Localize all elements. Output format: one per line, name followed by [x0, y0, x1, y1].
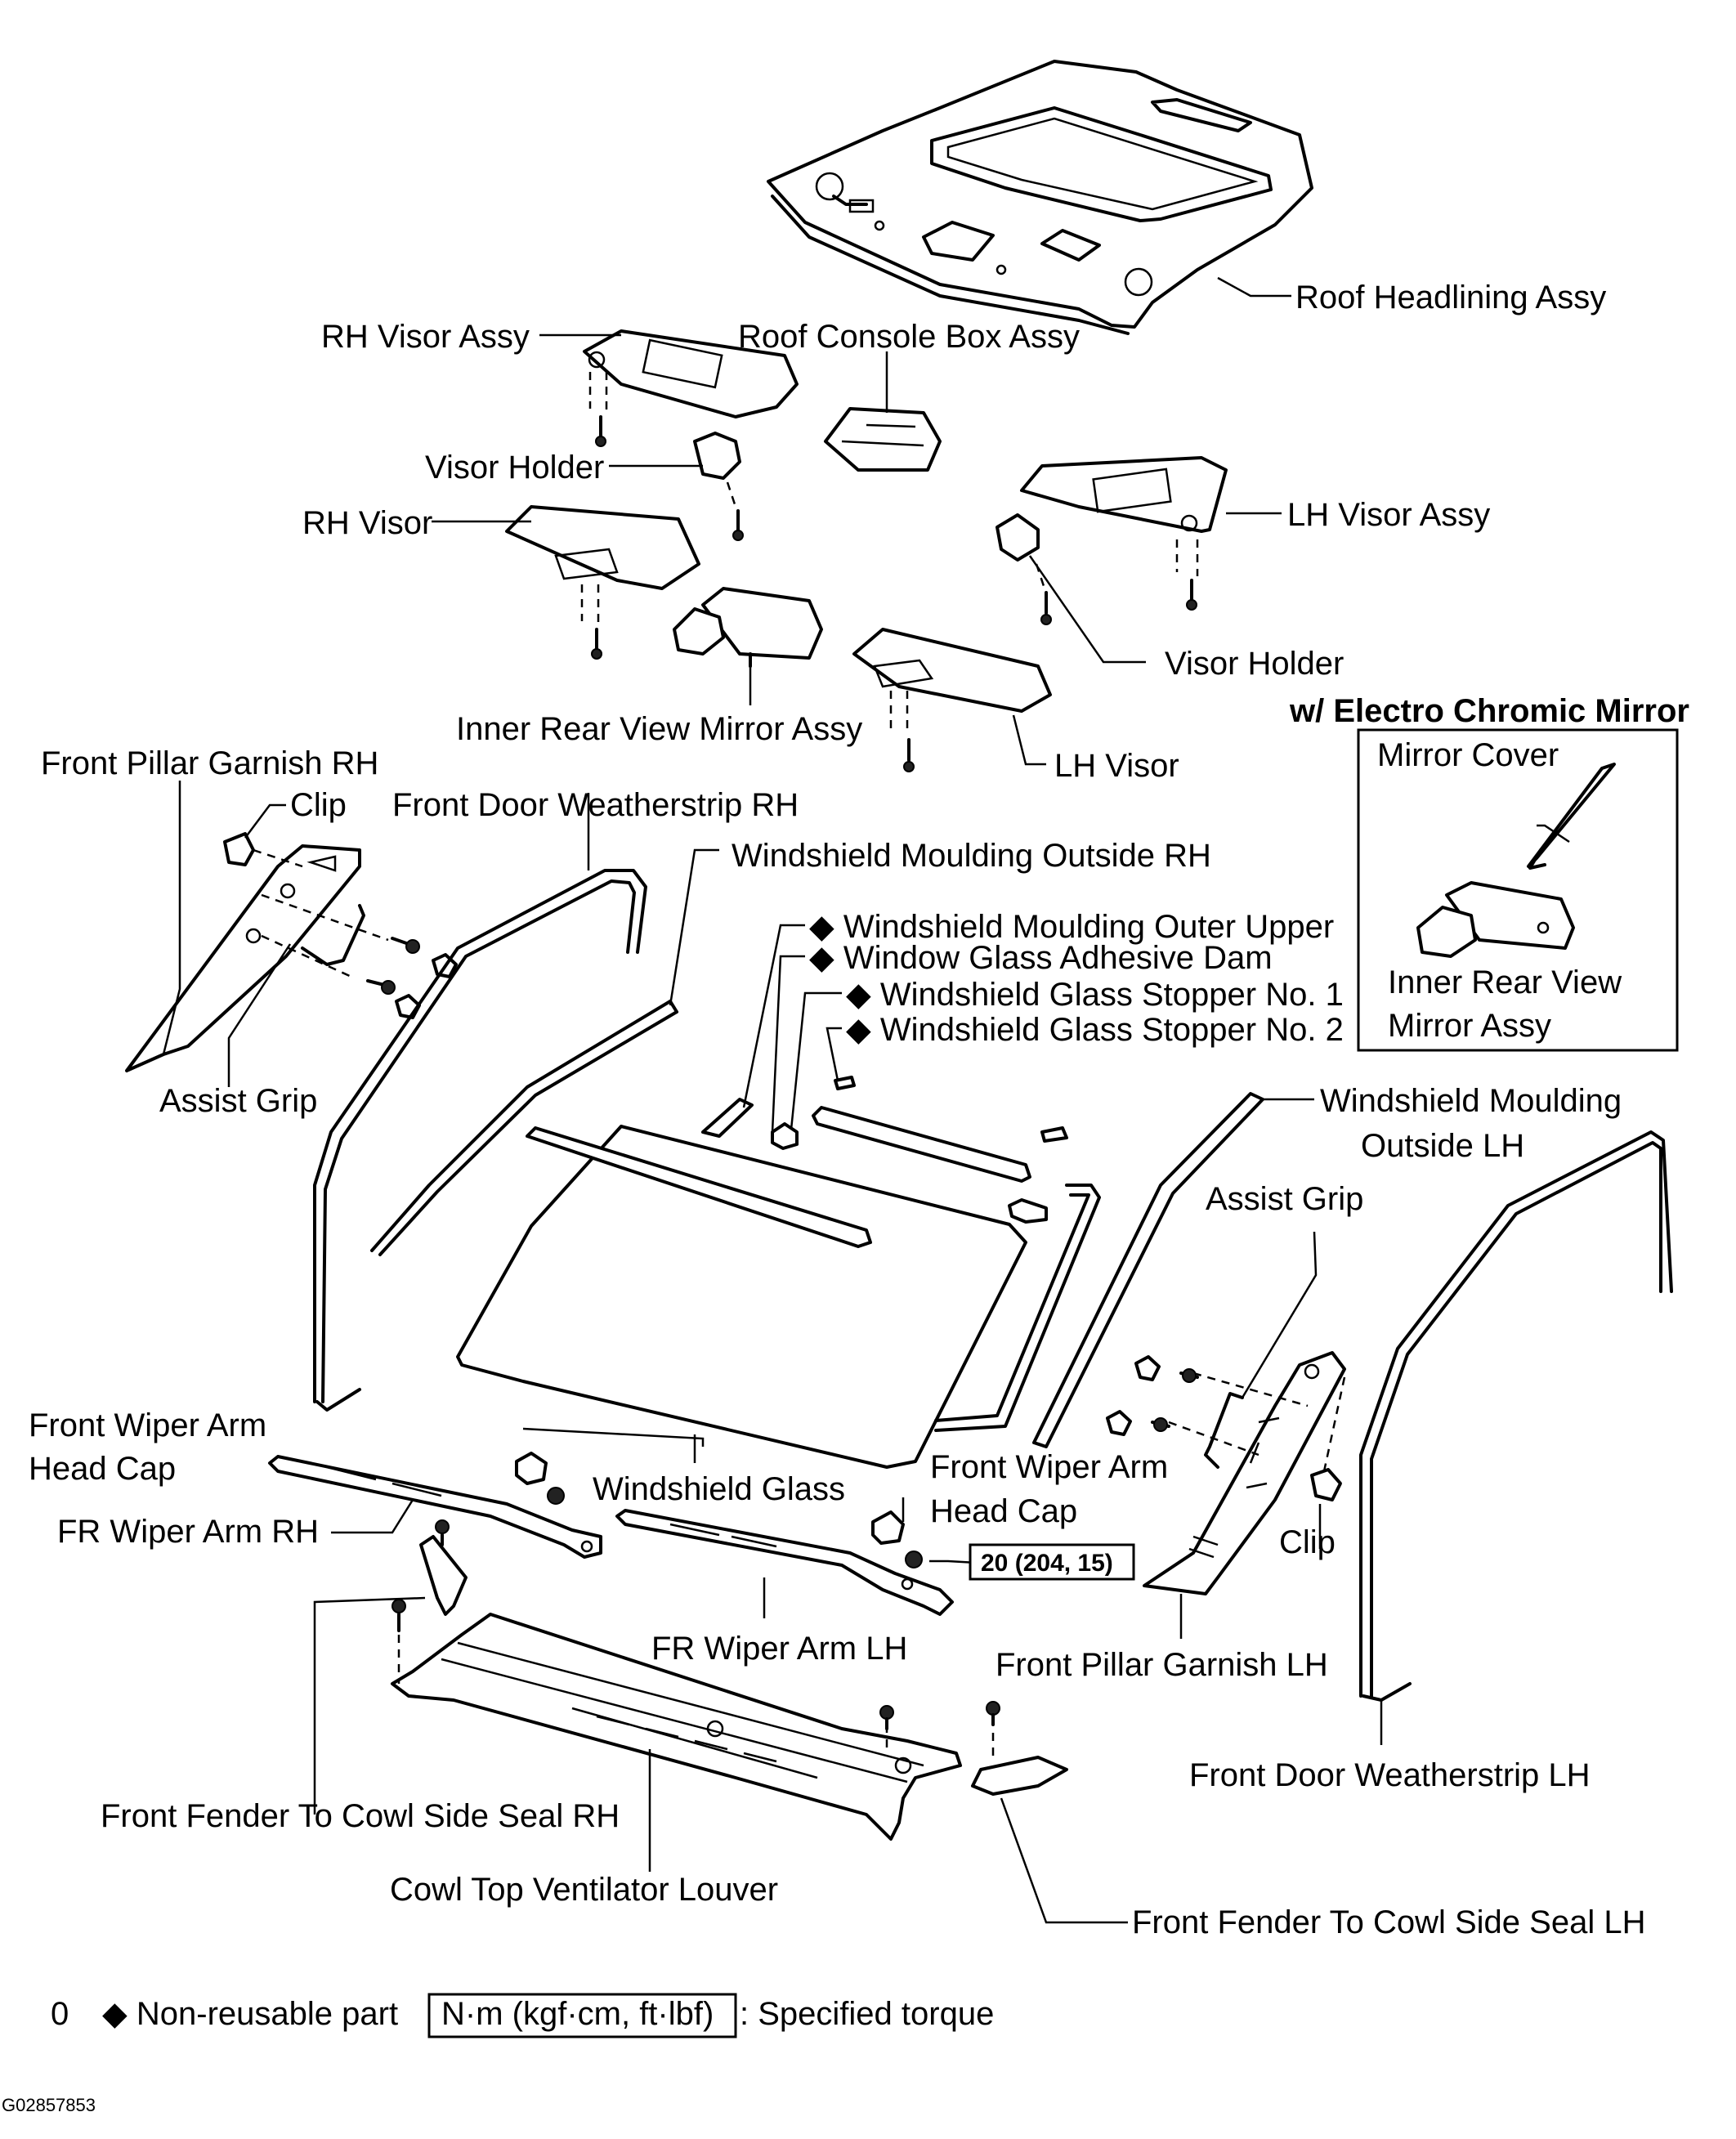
lh-visor-drawing — [852, 628, 1052, 772]
label-inner-rear-view-mirror-assy: Inner Rear View Mirror Assy — [456, 711, 862, 747]
label-windshield-glass-stopper-1: ◆ Windshield Glass Stopper No. 1 — [846, 977, 1344, 1013]
legend-specified-torque: : Specified torque — [740, 1996, 994, 2032]
label-front-wiper-arm-head-cap-rh-2: Head Cap — [29, 1451, 176, 1487]
front-door-weatherstrip-lh-drawing — [1359, 1130, 1673, 1702]
label-windshield-glass-stopper-2: ◆ Windshield Glass Stopper No. 2 — [846, 1012, 1344, 1048]
mirror-cover-drawing — [1527, 763, 1616, 870]
label-clip-lh: Clip — [1279, 1524, 1336, 1560]
torque-box: 20 (204, 15) — [969, 1543, 1135, 1581]
window-glass-adhesive-dam-drawing — [812, 1106, 1101, 1432]
label-mirror-cover: Mirror Cover — [1377, 737, 1559, 773]
label-front-wiper-arm-head-cap-lh-2: Head Cap — [930, 1493, 1077, 1529]
legend-non-reusable: ◆ Non-reusable part — [102, 1996, 398, 2032]
label-assist-grip-lh: Assist Grip — [1206, 1181, 1363, 1217]
label-front-door-weatherstrip-lh: Front Door Weatherstrip LH — [1189, 1757, 1591, 1793]
visor-holder-lh-drawing — [996, 513, 1052, 625]
electro-chromic-inset-box — [1357, 728, 1679, 1052]
legend: 0 ◆ Non-reusable part N·m (kgf·cm, ft·lb… — [51, 1993, 994, 2038]
head-cap-rh-drawing — [515, 1452, 565, 1505]
clip-rh-drawing — [223, 832, 303, 868]
cowl-top-ventilator-louver-drawing — [391, 1613, 995, 1841]
label-front-fender-cowl-seal-rh: Front Fender To Cowl Side Seal RH — [101, 1798, 620, 1834]
inner-rear-view-mirror-drawing — [673, 587, 823, 668]
label-fr-wiper-arm-lh: FR Wiper Arm LH — [651, 1631, 907, 1667]
roof-headlining-assy-drawing — [767, 60, 1313, 335]
label-front-pillar-garnish-rh: Front Pillar Garnish RH — [41, 745, 378, 781]
clip-lh-drawing — [1310, 1376, 1346, 1501]
label-rh-visor: RH Visor — [302, 505, 432, 541]
label-visor-holder-lh: Visor Holder — [1165, 646, 1344, 682]
head-cap-lh-drawing — [871, 1510, 923, 1568]
label-front-door-weatherstrip-rh: Front Door Weatherstrip RH — [392, 787, 799, 823]
label-electro-chromic-heading: w/ Electro Chromic Mirror — [1289, 693, 1689, 729]
label-windshield-moulding-outer-upper: ◆ Windshield Moulding Outer Upper — [809, 909, 1334, 945]
rh-visor-assy-drawing — [583, 329, 799, 447]
roof-console-box-drawing — [824, 407, 942, 472]
front-fender-cowl-seal-rh-drawing — [391, 1519, 468, 1632]
windshield-glass-stopper-2-drawing — [834, 1076, 1068, 1143]
label-roof-headlining-assy: Roof Headlining Assy — [1295, 280, 1606, 315]
windshield-glass-stopper-1-drawing — [1008, 1198, 1048, 1224]
label-rh-visor-assy: RH Visor Assy — [321, 319, 530, 355]
front-fender-cowl-seal-lh-drawing — [971, 1701, 1068, 1796]
visor-holder-rh-drawing — [693, 432, 744, 541]
leader-lines — [162, 276, 1570, 1924]
label-front-fender-cowl-seal-lh: Front Fender To Cowl Side Seal LH — [1132, 1904, 1645, 1940]
fr-wiper-arm-rh-drawing — [268, 1455, 602, 1559]
label-front-pillar-garnish-lh: Front Pillar Garnish LH — [996, 1647, 1328, 1683]
label-visor-holder-rh: Visor Holder — [425, 450, 604, 486]
label-windshield-glass: Windshield Glass — [593, 1471, 845, 1507]
label-torque-value: 20 (204, 15) — [981, 1550, 1113, 1577]
label-ec-mirror-line2: Mirror Assy — [1388, 1008, 1551, 1044]
rh-visor-drawing — [505, 505, 700, 660]
label-front-wiper-arm-head-cap-lh-1: Front Wiper Arm — [930, 1449, 1168, 1485]
legend-torque-box — [427, 1993, 737, 2038]
legend-prefix: 0 — [51, 1996, 69, 2032]
label-windshield-moulding-outside-lh-1: Windshield Moulding — [1320, 1083, 1622, 1119]
windshield-glass-drawing — [456, 1125, 1027, 1469]
fr-wiper-arm-lh-drawing — [615, 1509, 954, 1616]
label-window-glass-adhesive-dam: ◆ Window Glass Adhesive Dam — [809, 940, 1273, 976]
label-front-wiper-arm-head-cap-rh-1: Front Wiper Arm — [29, 1407, 266, 1443]
assist-grip-lh-drawing — [1106, 1355, 1309, 1469]
legend-torque-unit: N·m (kgf·cm, ft·lbf) — [441, 1996, 714, 2032]
label-windshield-moulding-outside-lh-2: Outside LH — [1361, 1128, 1524, 1164]
ec-mirror-drawing — [1416, 881, 1575, 958]
label-lh-visor: LH Visor — [1054, 748, 1179, 784]
label-lh-visor-assy: LH Visor Assy — [1287, 497, 1490, 533]
lh-visor-assy-drawing — [1020, 456, 1228, 611]
label-clip-rh: Clip — [290, 787, 347, 823]
front-door-weatherstrip-rh-drawing — [313, 869, 647, 1412]
label-ec-mirror-line1: Inner Rear View — [1388, 964, 1622, 1000]
label-assist-grip-rh: Assist Grip — [159, 1083, 317, 1119]
label-fr-wiper-arm-rh: FR Wiper Arm RH — [57, 1514, 319, 1550]
label-cowl-top-ventilator-louver: Cowl Top Ventilator Louver — [390, 1872, 778, 1908]
front-pillar-garnish-rh-drawing — [125, 844, 361, 1072]
windshield-moulding-outer-upper-drawing — [701, 1098, 799, 1150]
figure-code: G02857853 — [2, 2095, 96, 2115]
label-windshield-moulding-outside-rh: Windshield Moulding Outside RH — [732, 838, 1211, 874]
label-roof-console-box-assy: Roof Console Box Assy — [738, 319, 1080, 355]
front-pillar-garnish-lh-drawing — [1143, 1351, 1346, 1595]
